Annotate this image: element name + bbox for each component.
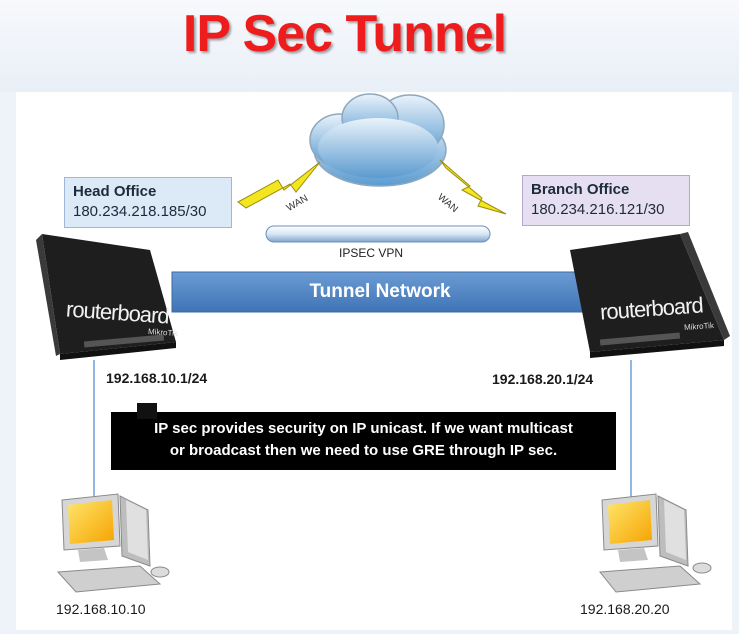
- lightning-icon: [439, 159, 507, 215]
- lightning-icon: [237, 161, 321, 209]
- header-band: [0, 0, 739, 92]
- branch-office-name: Branch Office: [531, 181, 630, 198]
- tunnel-network-band: [171, 271, 589, 313]
- head-office-wan-ip: 180.234.218.185/30: [73, 203, 207, 220]
- computer-icon: [599, 493, 712, 593]
- router-icon: [36, 234, 176, 360]
- branch-lan-ip: 192.168.20.1/24: [492, 371, 594, 387]
- branch-office-box: Branch Office 180.234.216.121/30: [522, 175, 690, 226]
- branch-office-wan-ip: 180.234.216.121/30: [531, 201, 665, 218]
- head-pc-ip: 192.168.10.10: [56, 601, 146, 617]
- page-title: IP Sec Tunnel: [182, 5, 507, 63]
- cloud-icon: [309, 93, 447, 187]
- note-line-1: IP sec provides security on IP unicast. …: [154, 420, 573, 437]
- branch-pc-ip: 192.168.20.20: [580, 601, 670, 617]
- head-office-box: Head Office 180.234.218.185/30: [64, 177, 232, 228]
- tunnel-network-label: Tunnel Network: [309, 281, 451, 302]
- note-line-2: or broadcast then we need to use GRE thr…: [169, 442, 558, 459]
- head-office-name: Head Office: [73, 183, 157, 200]
- cursor-marker: [137, 403, 157, 419]
- computer-icon: [56, 493, 170, 593]
- head-lan-ip: 192.168.10.1/24: [106, 370, 208, 386]
- ipsec-vpn-label: IPSEC VPN: [338, 246, 404, 260]
- note-box: IP sec provides security on IP unicast. …: [111, 412, 616, 470]
- router-icon: [570, 232, 730, 358]
- ipsec-vpn-tube: [265, 225, 491, 243]
